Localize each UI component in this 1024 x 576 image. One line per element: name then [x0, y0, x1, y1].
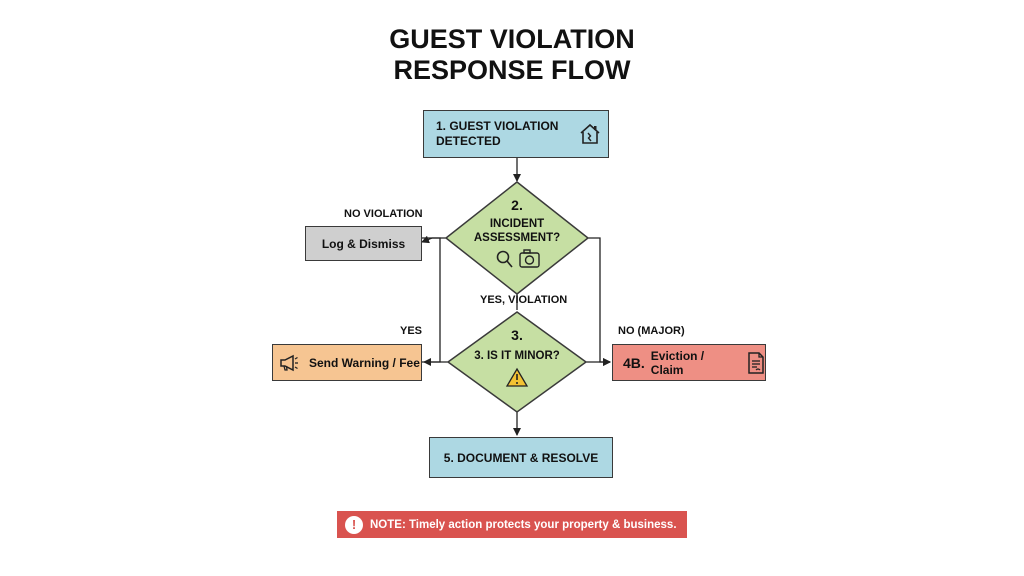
title-line-2: RESPONSE FLOW: [393, 55, 631, 85]
document-icon: [747, 351, 765, 374]
megaphone-icon: [279, 354, 299, 372]
edge-assess-to-eviction: [588, 237, 611, 366]
minor-label: 3. IS IT MINOR?: [474, 350, 560, 362]
diamond-assessment: [444, 181, 590, 295]
edge-label-yes: YES: [400, 325, 423, 337]
exclamation-icon: !: [345, 515, 363, 534]
node-document-resolve-label: 5. DOCUMENT & RESOLVE: [443, 450, 599, 465]
node-send-warning-label: Send Warning / Fee: [309, 355, 420, 370]
magnifier-icon: [496, 250, 513, 268]
assess-number: 2.: [511, 197, 523, 213]
edge-label-yes-violation: YES, VIOLATION: [480, 294, 568, 306]
assess-label-line-1: INCIDENT: [489, 218, 545, 230]
warning-icon: [505, 367, 529, 387]
diamond-minor: [446, 311, 588, 413]
house-icon: [578, 122, 602, 146]
edge-label-no-major: NO (MAJOR): [618, 325, 685, 337]
page-title: GUEST VIOLATION RESPONSE FLOW: [0, 24, 1024, 86]
minor-number: 3.: [511, 327, 523, 343]
note-text: NOTE: Timely action protects your proper…: [370, 518, 677, 531]
node-eviction-number: 4B.: [623, 354, 645, 371]
node-log-dismiss-label: Log & Dismiss: [321, 236, 406, 251]
edge-log-to-warning: [422, 237, 441, 363]
note-banner: ! NOTE: Timely action protects your prop…: [337, 511, 687, 538]
node-document-resolve: 5. DOCUMENT & RESOLVE: [429, 437, 613, 478]
edge-label-no-violation: NO VIOLATION: [344, 208, 423, 220]
node-violation-detected-label: 1. GUEST VIOLATION DETECTED: [436, 119, 559, 148]
node-send-warning: Send Warning / Fee: [272, 344, 422, 381]
title-line-1: GUEST VIOLATION: [389, 24, 635, 54]
node-eviction-claim: 4B. Eviction / Claim: [612, 344, 766, 381]
node-log-dismiss: Log & Dismiss: [305, 226, 422, 261]
assess-label-line-2: ASSESSMENT?: [473, 232, 561, 244]
node-eviction-label: Eviction / Claim: [650, 348, 705, 377]
node-violation-detected: 1. GUEST VIOLATION DETECTED: [423, 110, 609, 158]
camera-icon: [519, 249, 540, 268]
